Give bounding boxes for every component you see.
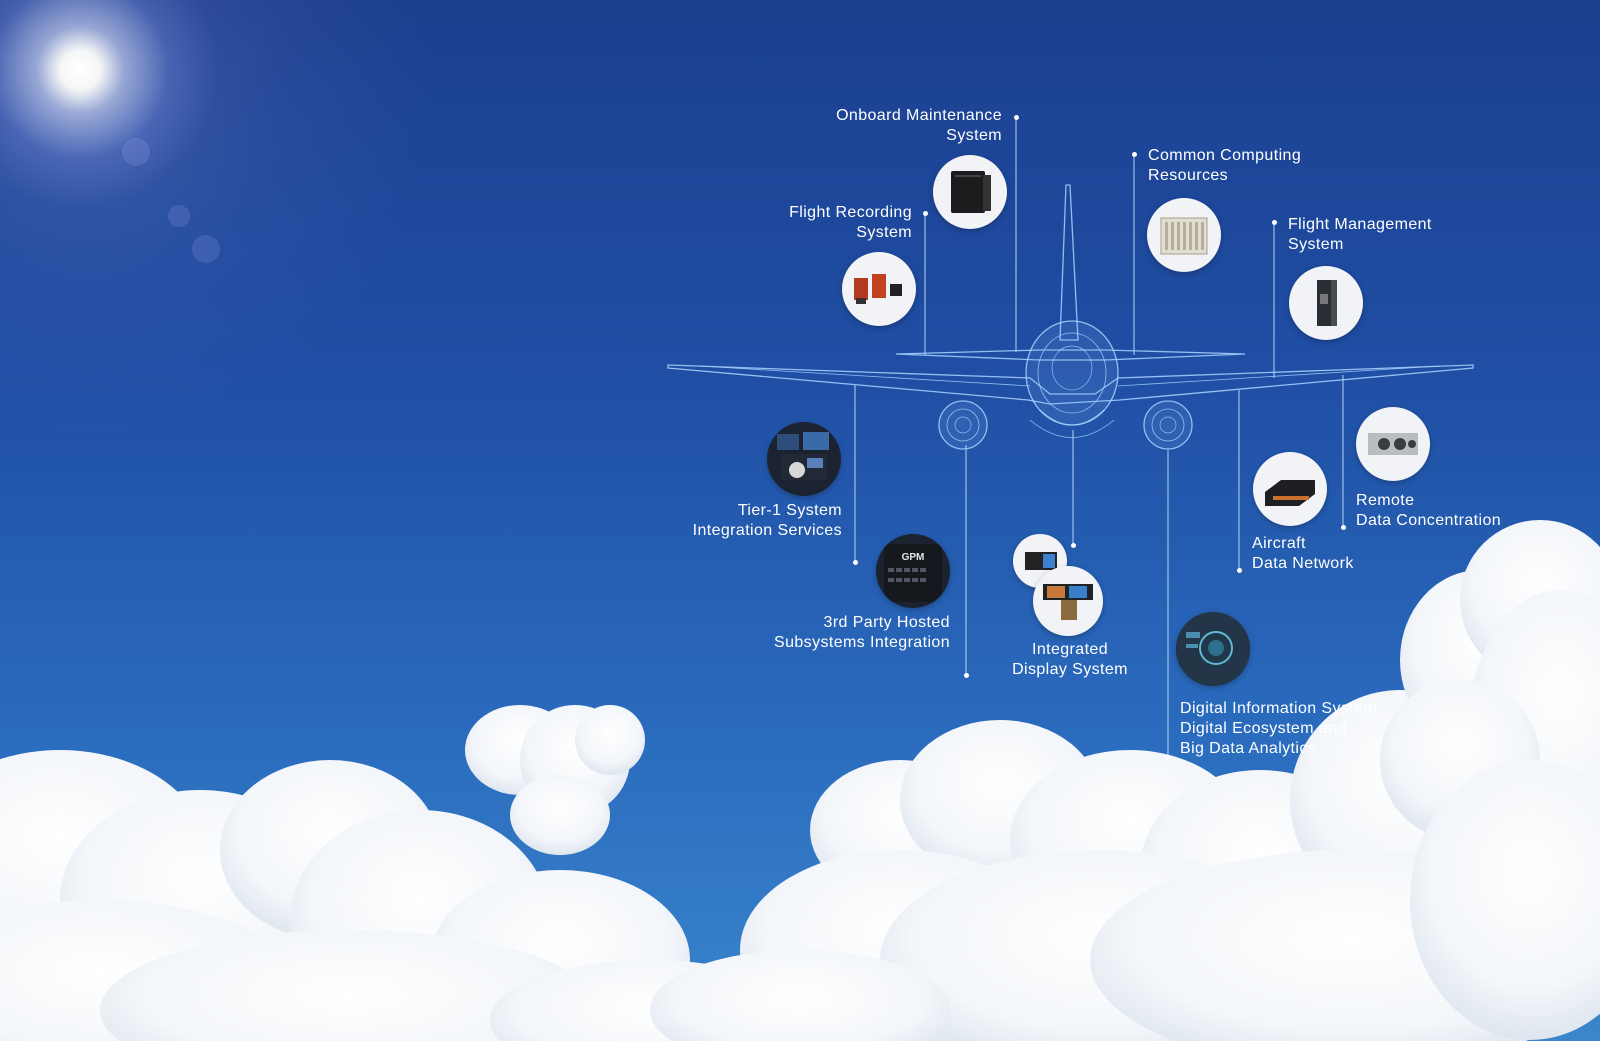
connector-dot: [923, 211, 928, 216]
label-line: Big Data Analytics: [1180, 740, 1317, 757]
aircraft-network-image: [1253, 452, 1327, 526]
label-line: System: [946, 127, 1002, 144]
remote-data-image: [1356, 407, 1430, 481]
flight-management-image: [1289, 266, 1363, 340]
gpm-label: GPM: [902, 552, 925, 563]
tier1-integration-image: [767, 422, 841, 496]
label-line: Digital Ecosystem and: [1180, 720, 1347, 737]
label-line: Tier-1 System: [737, 502, 842, 519]
label-aircraft-network: Aircraft Data Network: [1252, 534, 1452, 574]
label-line: Data Network: [1252, 555, 1354, 572]
connector-dot: [1014, 115, 1019, 120]
label-flight-management: Flight Management System: [1288, 215, 1548, 255]
flight-recording-image: [842, 252, 916, 326]
connector-dot: [1272, 220, 1277, 225]
label-line: Digital Information System: [1180, 700, 1378, 717]
label-line: Subsystems Integration: [774, 634, 950, 651]
label-tier1-integration: Tier-1 System Integration Services: [600, 501, 842, 541]
connector-dot: [1071, 543, 1076, 548]
label-common-computing: Common Computing Resources: [1148, 146, 1388, 186]
third-party-image: GPM: [876, 534, 950, 608]
label-line: Integration Services: [692, 522, 842, 539]
label-onboard-maintenance: Onboard Maintenance System: [780, 106, 1002, 146]
connector-dot: [1132, 152, 1137, 157]
connector-dot: [1166, 755, 1171, 760]
label-line: System: [856, 224, 912, 241]
integrated-display-image: [1033, 566, 1103, 636]
onboard-maintenance-image: [933, 155, 1007, 229]
label-line: Resources: [1148, 167, 1229, 184]
label-remote-data: Remote Data Concentration: [1356, 491, 1576, 531]
label-digital-info: Digital Information System Digital Ecosy…: [1180, 699, 1460, 759]
label-third-party: 3rd Party Hosted Subsystems Integration: [700, 613, 950, 653]
connector-dot: [964, 673, 969, 678]
connector-dot: [1341, 525, 1346, 530]
connector-dot: [853, 560, 858, 565]
label-line: Display System: [1012, 661, 1128, 678]
label-line: Data Concentration: [1356, 512, 1502, 529]
digital-info-image: [1176, 612, 1250, 686]
common-computing-image: [1147, 198, 1221, 272]
label-line: Remote: [1356, 492, 1415, 509]
label-line: 3rd Party Hosted: [823, 614, 950, 631]
label-line: Integrated: [1031, 641, 1109, 658]
label-flight-recording: Flight Recording System: [700, 203, 912, 243]
label-line: System: [1288, 236, 1344, 253]
label-line: Flight Management: [1288, 216, 1432, 233]
connector-dot: [1237, 568, 1242, 573]
label-line: Onboard Maintenance: [836, 107, 1002, 124]
label-integrated-display: Integrated Display System: [990, 640, 1150, 680]
lens-flare: [168, 205, 190, 227]
label-line: Flight Recording: [789, 204, 912, 221]
lens-flare: [122, 138, 150, 166]
lens-flare: [192, 235, 220, 263]
label-line: Common Computing: [1148, 147, 1302, 164]
label-line: Aircraft: [1252, 535, 1306, 552]
